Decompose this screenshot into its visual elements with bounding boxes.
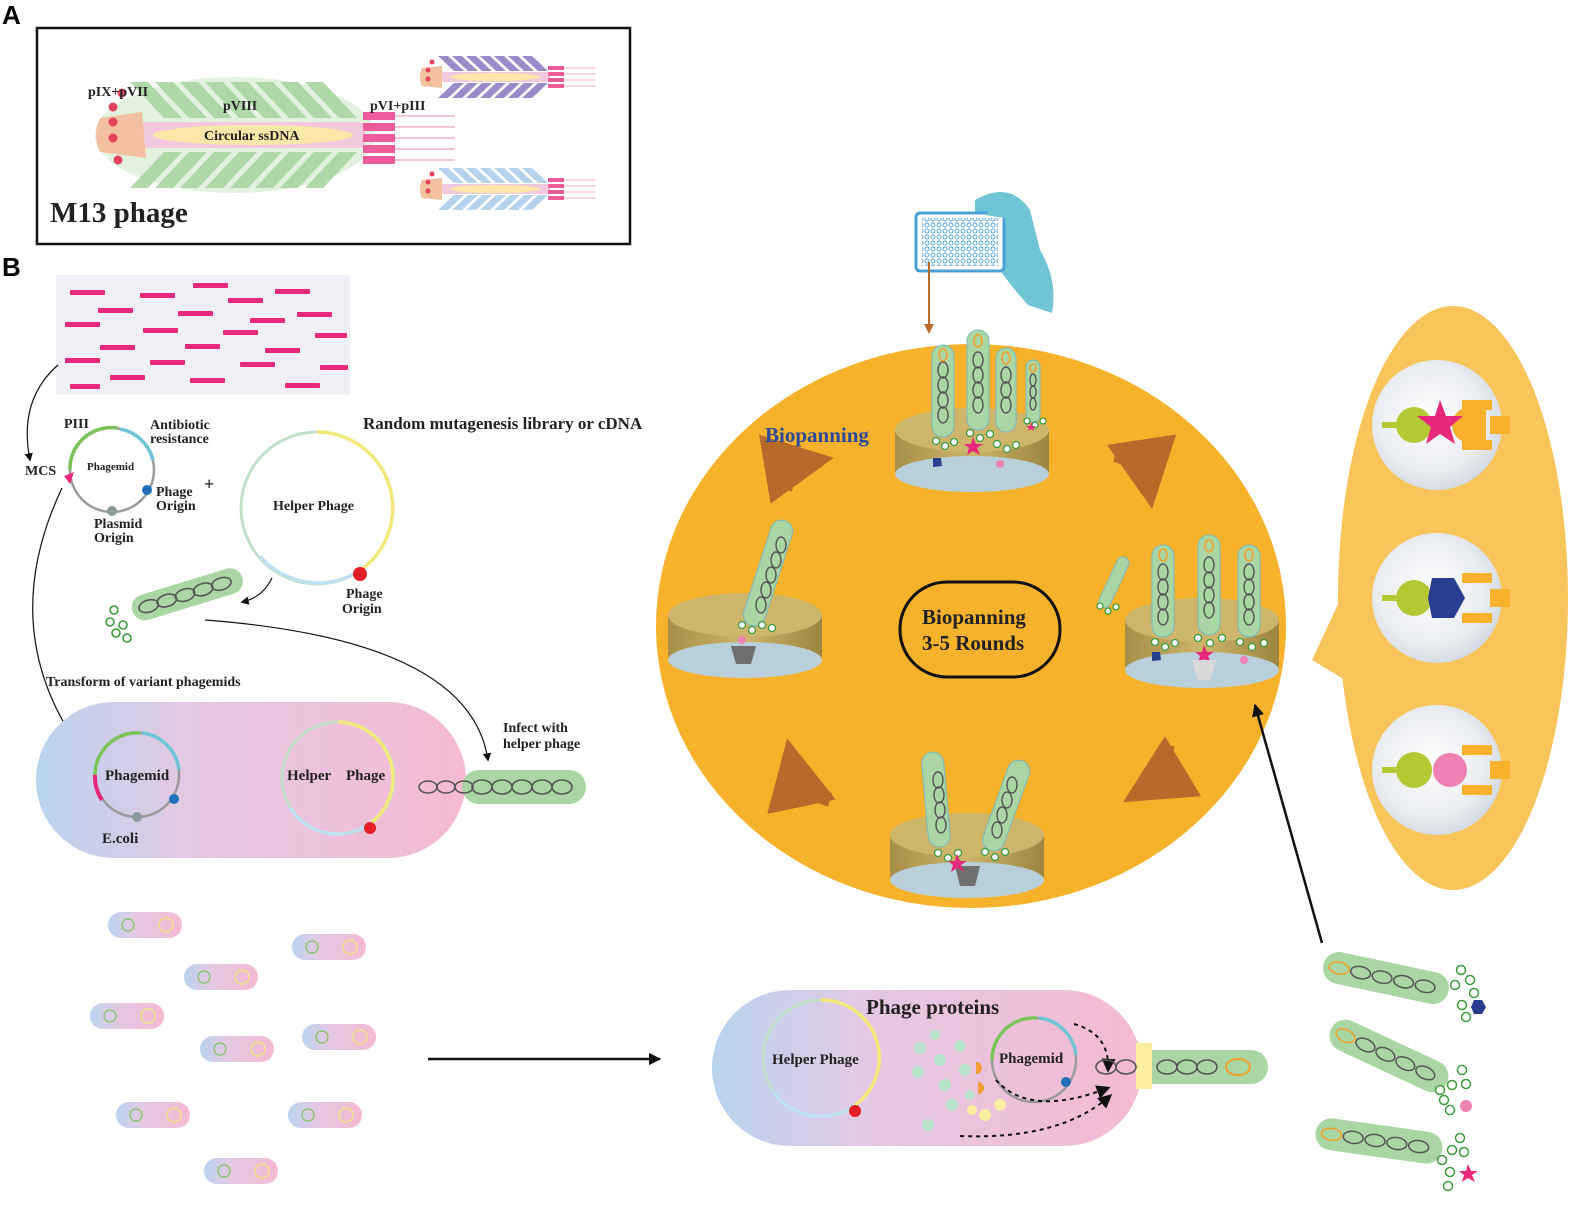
infecting-phage (418, 770, 586, 804)
label-phage-origin-2: Origin (156, 499, 196, 514)
panel-label-b: B (2, 252, 21, 282)
infect-label-2: helper phage (503, 737, 580, 752)
displayed-phage-star (1315, 1118, 1478, 1192)
center-label-1: Biopanning (922, 605, 1026, 629)
top-phages (931, 329, 1047, 468)
library-box (56, 275, 350, 395)
arrow-to-infect (204, 619, 492, 762)
label-antibiotic-1: Antibiotic (150, 418, 210, 433)
label-phage-origin-1: Phage (156, 485, 193, 500)
helper-phage-particle (131, 568, 243, 621)
arrow-to-biopanning (1252, 703, 1324, 944)
library-sequences (65, 283, 348, 389)
biopanning-step-bottom (890, 751, 1044, 898)
phage-protein-dots (912, 1030, 975, 1131)
mini-ecoli-grid (90, 912, 376, 1184)
helper-origin-2: Origin (342, 602, 382, 617)
ecoli-cell (36, 702, 466, 858)
binding-zoom-bubble (1312, 306, 1568, 890)
displayed-phage-hexagon (1323, 952, 1486, 1023)
binding-circle (1372, 705, 1510, 835)
biopanning-step-right (1096, 534, 1279, 688)
biopanning-step-left (668, 519, 822, 678)
transform-label: Transform of variant phagemids (46, 675, 241, 690)
center-rounds-box (898, 580, 1062, 679)
production-phagemid-label: Phagemid (999, 1051, 1064, 1067)
displayed-phages (1315, 952, 1486, 1192)
plasmid-origin-dot (107, 506, 117, 516)
microplate-hand (914, 192, 1054, 334)
helper-phage-tip (105, 605, 132, 643)
cycle-arrow-topright (1106, 434, 1177, 509)
binding-hexagon (1372, 533, 1510, 663)
production-title: Phage proteins (866, 995, 999, 1019)
ecoli-label: E.coli (102, 831, 138, 847)
pviii-coat-bottom (130, 152, 357, 188)
small-phage-purple (420, 56, 596, 98)
label-antibiotic-2: resistance (150, 432, 209, 447)
pix-pvii-cap (96, 88, 146, 165)
ecoli-helper-label-a: Helper (287, 768, 331, 784)
phagemid-plasmid (64, 425, 156, 516)
label-circular-ssdna: Circular ssDNA (204, 129, 300, 144)
m13-phage-panel: pIX+pVII pVIII Circular ssDNA pVI+pIII M… (35, 26, 632, 246)
plus-sign: + (204, 474, 214, 494)
production-helper-label: Helper Phage (772, 1052, 859, 1068)
cycle-arrow-topleft (758, 434, 834, 504)
label-plasmid-origin-2: Origin (94, 531, 134, 546)
biopanning-title: Biopanning (765, 423, 869, 447)
ecoli-helper-label-b: Phage (346, 768, 386, 784)
ssdna-ellipse (153, 125, 353, 145)
displayed-phage-circle (1329, 1019, 1472, 1116)
biopanning-step-top (895, 329, 1049, 492)
helper-origin-dot (353, 567, 367, 581)
label-pix-pvii: pIX+pVII (88, 85, 148, 100)
helper-phage-plasmid (239, 430, 395, 586)
pvi-piii-end (363, 112, 455, 164)
binding-star (1372, 360, 1510, 490)
helper-origin-1: Phage (346, 587, 383, 602)
emerging-phage (1095, 1043, 1268, 1089)
infect-label-1: Infect with (503, 721, 568, 736)
cycle-arrow-bottomleft (767, 738, 836, 815)
m13-title: M13 phage (50, 197, 188, 229)
label-pvi-piii: pVI+pIII (370, 99, 425, 114)
phagemid-name: Phagemid (87, 461, 134, 473)
label-pviii: pVIII (223, 99, 257, 114)
phage-origin-dot (142, 485, 152, 495)
cycle-arrow-bottomright (1122, 736, 1202, 803)
ecoli-phagemid-label: Phagemid (105, 768, 170, 784)
label-piii: PIII (64, 417, 89, 432)
arrow-helper-to-phage (240, 577, 273, 605)
biopanning-cycle (656, 329, 1286, 908)
helper-name: Helper Phage (273, 499, 354, 514)
mcs-marker (64, 472, 74, 484)
small-phage-blue (420, 168, 596, 210)
arrow-library-to-mcs (24, 364, 59, 462)
phage-protein-yellow (967, 1099, 1006, 1121)
production-cell (712, 990, 1142, 1146)
label-plasmid-origin-1: Plasmid (94, 517, 142, 532)
label-mcs: MCS (25, 464, 56, 479)
pviii-coat-top (130, 82, 357, 118)
center-label-2: 3-5 Rounds (922, 631, 1024, 655)
panel-label-a: A (2, 0, 21, 30)
library-label: Random mutagenesis library or cDNA (363, 414, 643, 433)
